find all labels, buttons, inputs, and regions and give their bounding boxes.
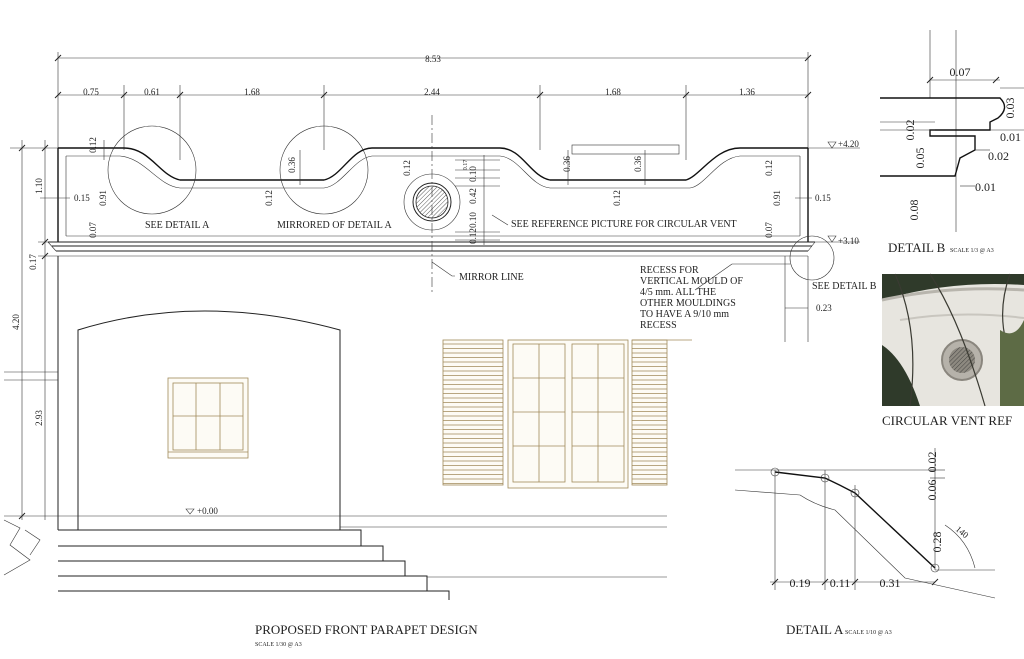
dim-right-012b: 0.12	[764, 160, 774, 176]
detail-a-dim-002: 0.02	[925, 452, 939, 473]
recess-line-4: OTHER MOULDINGS	[640, 298, 736, 309]
dim-right-007: 0.07	[764, 222, 774, 238]
main-scale: SCALE 1/30 @ A3	[255, 642, 302, 648]
french-window	[507, 339, 629, 489]
detail-b-callout-circle	[789, 235, 835, 281]
vent-ref-title: CIRCULAR VENT REF	[882, 413, 1012, 428]
shutter-left	[442, 339, 504, 486]
detail-a-callout-circle	[107, 125, 197, 215]
dim-overall: 8.53	[425, 54, 441, 64]
detail-b-dim-008: 0.08	[907, 200, 921, 221]
dim-left-007: 0.07	[88, 222, 98, 238]
main-title: PROPOSED FRONT PARAPET DESIGN	[255, 622, 478, 637]
dim-center-017: 0.17	[463, 160, 469, 171]
dim-right-036a: 0.36	[562, 156, 572, 172]
detail-b-scale: SCALE 1/3 @ A3	[950, 248, 994, 254]
note-recess: RECESS FOR VERTICAL MOULD OF 4/5 mm. ALL…	[640, 265, 743, 331]
dim-seg-3: 1.68	[244, 87, 260, 97]
detail-b-dim-001a: 0.01	[1000, 130, 1021, 144]
detail-a-dim-019: 0.19	[790, 576, 811, 590]
circular-vent-photo: CIRCULAR VENT REF	[881, 273, 1024, 428]
level-markers: +4.20 +3.10 +0.00	[185, 139, 860, 516]
note-mirror-line: MIRROR LINE	[459, 272, 524, 283]
detail-b-dim-002: 0.02	[903, 120, 917, 141]
detail-b-dim-002b: 0.02	[988, 149, 1009, 163]
dim-center-010b: 0.10	[468, 212, 478, 228]
detail-b-dim-001b: 0.01	[975, 180, 996, 194]
detail-a-dim-011: 0.11	[830, 576, 851, 590]
recess-line-6: RECESS	[640, 320, 677, 331]
cornice	[47, 241, 816, 257]
dim-left-012b: 0.12	[264, 190, 274, 206]
dim-right-091: 0.91	[772, 190, 782, 206]
recess-line-2: VERTICAL MOULD OF	[640, 276, 743, 287]
entrance-steps	[3, 519, 667, 600]
dim-center-010: 0.10	[468, 166, 478, 182]
note-see-detail-a: SEE DETAIL A	[145, 220, 210, 231]
dim-left-110: 1.10	[34, 178, 44, 194]
detail-a-dim-140: 140	[954, 524, 971, 541]
dim-left-015: 0.15	[74, 193, 90, 203]
note-see-detail-b: SEE DETAIL B	[812, 281, 877, 292]
detail-b-dim-005: 0.05	[913, 148, 927, 169]
detail-b-dim-003: 0.03	[1003, 98, 1017, 119]
dim-seg-5: 1.68	[605, 87, 621, 97]
overall-dimension: 8.53	[54, 52, 812, 148]
dim-seg-2: 0.61	[144, 87, 160, 97]
dim-right-023: 0.23	[816, 303, 832, 313]
small-window	[167, 377, 249, 459]
level-ground: +0.00	[197, 506, 218, 516]
detail-b-drawing: 0.07 0.03 0.02 0.01 0.05 0.02 0.01 0.08 …	[880, 30, 1024, 255]
shutter-right	[631, 339, 692, 486]
dim-left-420: 4.20	[11, 314, 21, 330]
dim-center-042: 0.42	[468, 188, 478, 204]
level-top: +4.20	[838, 139, 859, 149]
dim-center-012: 0.12	[402, 160, 412, 176]
dim-left-017: 0.17	[28, 254, 38, 270]
detail-a-dim-028: 0.28	[930, 532, 944, 553]
recess-line-3: 4/5 mm. ALL THE	[640, 287, 716, 298]
detail-b-dim-007: 0.07	[950, 65, 971, 79]
recess-line-1: RECESS FOR	[640, 265, 699, 276]
left-vertical-dimensions: 1.10 0.17 4.20 2.93	[10, 140, 58, 520]
dim-left-091: 0.91	[98, 190, 108, 206]
dim-seg-6: 1.36	[739, 87, 755, 97]
detail-a-dim-006: 0.06	[925, 480, 939, 501]
note-see-reference: SEE REFERENCE PICTURE FOR CIRCULAR VENT	[511, 219, 737, 230]
recess-line-5: TO HAVE A 9/10 mm	[640, 309, 729, 320]
dim-right-012: 0.12	[612, 190, 622, 206]
segment-dimensions: 0.75 0.61 1.68 2.44 1.68 1.36	[54, 85, 812, 160]
detail-b-title: DETAIL B	[888, 240, 946, 255]
detail-a-title: DETAIL A	[786, 622, 844, 637]
dim-center-012b: 0.12	[468, 228, 478, 244]
dim-right-015: 0.15	[815, 193, 831, 203]
detail-a-scale: SCALE 1/10 @ A3	[845, 630, 892, 636]
dim-seg-1: 0.75	[83, 87, 99, 97]
dim-seg-4: 2.44	[424, 87, 440, 97]
dim-left-012: 0.12	[88, 137, 98, 153]
parapet-dimensions: 0.12 0.36 0.12 0.12 0.17 0.10 0.42 0.12 …	[40, 137, 831, 245]
level-mid: +3.10	[838, 236, 859, 246]
dim-left-036: 0.36	[287, 157, 297, 173]
detail-a-dim-031: 0.31	[880, 576, 901, 590]
note-mirrored-detail-a: MIRRORED OF DETAIL A	[277, 220, 392, 231]
parapet-outline	[57, 144, 809, 242]
dim-left-293: 2.93	[34, 410, 44, 426]
facade	[4, 256, 667, 530]
detail-a-drawing: 0.02 0.06 0.28 140 0.19 0.11 0.31 DETAIL…	[734, 448, 996, 637]
dim-right-036b: 0.36	[633, 156, 643, 172]
mirrored-detail-callout-circle	[279, 125, 369, 215]
